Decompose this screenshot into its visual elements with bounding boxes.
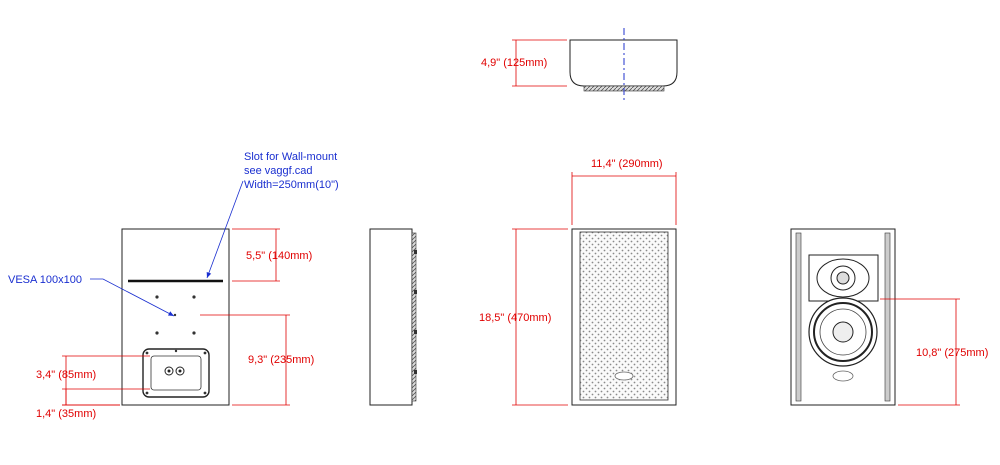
vesa-leader [90,278,175,317]
side-view-grille-edge [411,232,417,402]
front-right-edge [884,232,891,402]
width-dimension-label: 11,4" (290mm) [591,158,663,170]
woofer-dustcap [832,321,854,343]
front-view-drivers: 10,8" (275mm) [790,228,988,406]
cabinet-logo [832,370,854,382]
slot-from-top-label: 5,5" (140mm) [246,250,312,262]
front-left-edge [795,232,802,402]
side-view-cabinet-outline [369,228,413,406]
grille-logo [614,371,634,381]
height-dimension-label: 18,5" (470mm) [479,312,551,324]
width-dimension [571,172,677,225]
vesa-note: VESA 100x100 [8,274,82,286]
top-view: 4,9" (125mm) [481,28,678,100]
driver-height-dimension [880,298,960,406]
vesa-height-dimension [200,314,290,406]
driver-height-label: 10,8" (275mm) [916,347,988,359]
rear-view: Slot for Wall-mount see vaggf.cad Width=… [8,151,340,420]
depth-dimension [512,39,567,87]
terminal-bottom-dimension [62,388,150,406]
front-view-grille: 11,4" (290mm) 18,5" (470mm) [479,158,677,406]
wall-mount-leader [206,180,244,279]
vesa-holes [155,295,196,335]
side-view-mount-points [414,250,417,374]
terminal-height-label: 3,4" (85mm) [36,369,96,381]
side-view [369,228,417,406]
height-dimension [512,228,568,406]
slot-from-top-dimension [232,228,280,282]
wall-mount-note: Slot for Wall-mount see vaggf.cad Width=… [244,151,340,191]
vesa-height-label: 9,3" (235mm) [248,354,314,366]
depth-dimension-label: 4,9" (125mm) [481,57,547,69]
tweeter-dome [836,271,850,285]
terminal-bottom-label: 1,4" (35mm) [36,408,96,420]
terminal-screws [145,349,207,395]
